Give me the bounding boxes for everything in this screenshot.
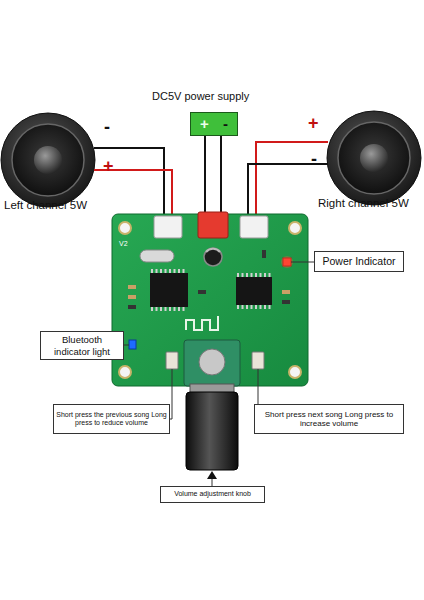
smd-part — [282, 300, 290, 304]
speaker-connector — [240, 216, 268, 238]
mounting-hole — [289, 366, 301, 378]
callout-box: Short press the previous song Long press… — [53, 404, 170, 434]
box-text: Bluetooth indicator light — [43, 334, 121, 356]
bluetooth-led — [129, 340, 136, 349]
speaker-connector — [154, 216, 182, 238]
leader-line — [291, 262, 314, 263]
speaker-frame — [1, 113, 95, 207]
box-text: Short press next song Long press to incr… — [257, 410, 401, 429]
box-text: Short press the previous song Long press… — [56, 411, 167, 428]
speaker-dome — [34, 146, 62, 174]
leader-line — [172, 369, 173, 419]
box-text: - — [223, 115, 228, 133]
bluetooth-chip — [236, 277, 272, 305]
left-speaker — [1, 113, 95, 207]
arrow-head — [207, 471, 217, 479]
speaker-cone — [338, 122, 410, 194]
pcb-board — [112, 214, 308, 386]
speaker-cone — [12, 124, 84, 196]
power-wire — [204, 136, 206, 220]
pcb-antenna — [186, 316, 218, 330]
smd-part — [262, 250, 266, 258]
leader-line — [124, 345, 129, 346]
amplifier-chip — [150, 273, 188, 307]
callout-box: Power Indicator — [314, 251, 404, 272]
smd-part — [128, 285, 136, 289]
box-text: Volume adjustment knob — [174, 490, 251, 498]
board-version: V2 — [119, 240, 128, 247]
potentiometer-shaft — [199, 349, 225, 375]
polarity-mark: - — [311, 150, 317, 168]
chip-pins — [237, 273, 271, 277]
chip-pins — [151, 269, 187, 273]
polarity-mark: + — [103, 157, 114, 175]
black-wire — [248, 164, 328, 222]
power-wire — [220, 136, 222, 220]
previous-button — [166, 352, 178, 369]
crystal — [140, 250, 174, 262]
smd-part — [128, 305, 136, 309]
smd-part — [282, 290, 290, 294]
part-label: DC5V power supply — [152, 91, 249, 102]
polarity-mark: - — [104, 118, 110, 136]
capacitor — [204, 248, 222, 266]
box-text: Power Indicator — [323, 255, 396, 267]
polarity-mark: + — [308, 114, 319, 132]
right-speaker — [327, 111, 421, 205]
box-text: + — [200, 115, 209, 133]
speaker-frame — [327, 111, 421, 205]
callout-box: Short press next song Long press to incr… — [254, 404, 404, 434]
next-button — [252, 352, 264, 369]
potentiometer-body — [184, 340, 240, 386]
capacitor-mark — [206, 249, 220, 252]
power-supply-box: +- — [190, 112, 238, 136]
mounting-hole — [289, 222, 301, 234]
power-connector — [198, 212, 228, 238]
mounting-hole — [119, 222, 131, 234]
leader-line — [212, 478, 213, 486]
smd-part — [198, 290, 206, 294]
mounting-hole — [119, 366, 131, 378]
black-wire — [94, 148, 164, 222]
volume-knob — [186, 392, 238, 470]
leader-line — [170, 419, 172, 420]
callout-box: Bluetooth indicator light — [40, 331, 124, 360]
red-wire — [256, 142, 328, 222]
part-label: Right channel 5W — [318, 198, 409, 210]
chip-pins — [237, 305, 271, 309]
smd-part — [128, 295, 136, 299]
speaker-dome — [360, 144, 388, 172]
chip-pins — [151, 307, 187, 311]
part-label: Left channel 5W — [4, 200, 87, 212]
callout-box: Volume adjustment knob — [160, 486, 265, 503]
leader-line — [258, 369, 259, 404]
